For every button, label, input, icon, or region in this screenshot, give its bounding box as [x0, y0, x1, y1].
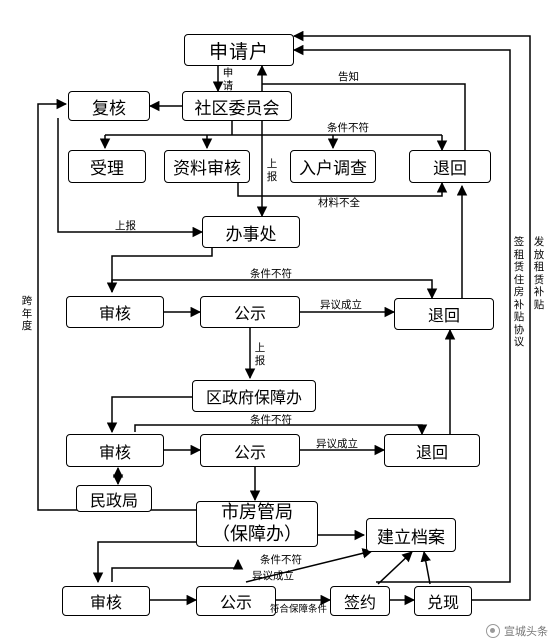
document-review-node: 资料审核 [164, 150, 250, 183]
publicize-node-1: 公示 [200, 296, 300, 328]
report-label-1: 上报 [266, 158, 278, 183]
inform-label: 告知 [338, 71, 359, 83]
return-node-3: 退回 [384, 434, 480, 467]
objection-upheld-label-2: 异议成立 [316, 438, 358, 450]
audit-node-2: 审核 [66, 434, 164, 467]
not-qualified-label-3: 条件不符 [250, 414, 292, 426]
meets-conditions-label: 符合保障条件 [270, 604, 328, 615]
cash-node: 兑现 [414, 586, 472, 616]
watermark-logo-icon [486, 624, 500, 638]
watermark-text: 宣城头条 [504, 625, 548, 638]
sign-agreement-label: 签租赁住房补贴协议 [513, 236, 525, 348]
report-label-3: 上报 [254, 342, 266, 367]
apply-label: 申请 [222, 67, 234, 92]
publicize-node-2: 公示 [200, 434, 300, 467]
not-qualified-label-1: 条件不符 [327, 122, 369, 134]
community-committee-node: 社区委员会 [182, 91, 292, 121]
sign-node: 签约 [330, 586, 390, 616]
audit-node-3: 审核 [62, 586, 150, 616]
return-node-2: 退回 [394, 298, 494, 330]
applicant-node: 申请户 [184, 34, 294, 66]
accept-node: 受理 [68, 150, 146, 183]
issue-subsidy-label: 发放租赁补贴 [533, 236, 545, 311]
publicize-node-3: 公示 [196, 586, 276, 616]
watermark: 宣城头条 [486, 623, 548, 639]
materials-incomplete-label: 材料不全 [318, 197, 360, 209]
not-qualified-label-2: 条件不符 [250, 268, 292, 280]
district-security-office-node: 区政府保障办 [192, 380, 316, 412]
city-bureau-line1: 市房管局 [221, 502, 293, 523]
not-qualified-label-4: 条件不符 [260, 554, 302, 566]
city-bureau-line2: （保障办） [212, 524, 302, 545]
objection-upheld-label-3: 异议成立 [252, 570, 294, 582]
sub-district-office-node: 办事处 [202, 216, 300, 248]
cross-year-label: 跨年度 [21, 295, 33, 332]
audit-node-1: 审核 [66, 296, 164, 328]
review-node: 复核 [68, 91, 150, 121]
archive-node: 建立档案 [366, 518, 456, 552]
civil-affairs-node: 民政局 [76, 485, 152, 512]
report-label-2: 上报 [115, 220, 136, 232]
return-node-1: 退回 [409, 150, 491, 183]
city-housing-bureau-node: 市房管局 （保障办） [196, 501, 318, 547]
objection-upheld-label-1: 异议成立 [320, 299, 362, 311]
home-survey-node: 入户调查 [290, 150, 376, 183]
